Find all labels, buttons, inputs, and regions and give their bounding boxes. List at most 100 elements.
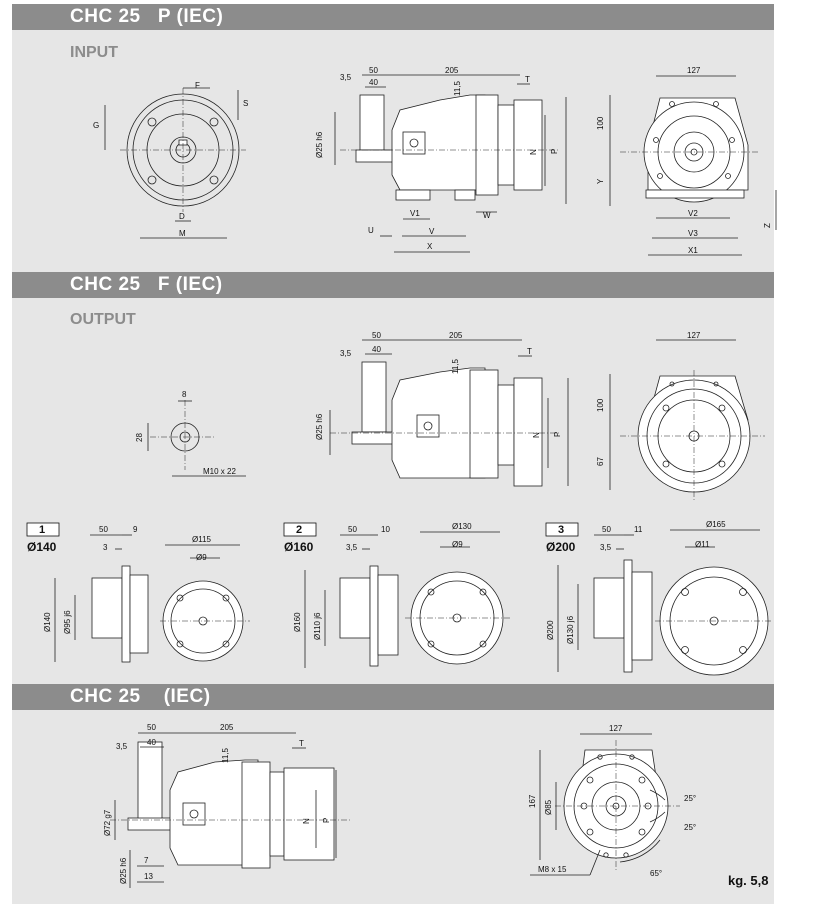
- dim-50: 50: [147, 723, 156, 732]
- dim-100: 100: [596, 116, 605, 130]
- dim-3: 3: [103, 543, 108, 552]
- dim-3: 3,5: [600, 543, 612, 552]
- dim-T: T: [527, 347, 532, 356]
- input-front-view: F G S D M: [93, 81, 248, 239]
- dim-85: Ø85: [544, 799, 553, 815]
- dim-V3: V3: [688, 229, 698, 238]
- dim-G: G: [93, 121, 99, 130]
- plain-end-view: 127 167 Ø85 25° 25° 65° M8 x 15: [528, 724, 696, 878]
- section-title-input: CHC 25 P (IEC): [12, 4, 774, 30]
- dim-11-5: 11,5: [451, 358, 460, 374]
- dim-F: F: [195, 81, 200, 90]
- angle-25-b: 25°: [684, 823, 696, 832]
- dim-205: 205: [220, 723, 234, 732]
- outer-dia: Ø200: [546, 620, 555, 640]
- outer-dia: Ø140: [43, 612, 52, 632]
- dim-D: D: [179, 212, 185, 221]
- dim-T: 9: [133, 525, 138, 534]
- dim-40: 40: [147, 738, 156, 747]
- output-shaft-detail: 8 28 M10 x 22: [135, 390, 246, 477]
- spigot-dia: Ø95 j6: [63, 610, 72, 634]
- plain-side-view: 50 3,5 40 205 11,5 T Ø72 g7 Ø25 h6 7 13 …: [103, 723, 350, 888]
- dim-7: 7: [144, 856, 149, 865]
- dim-P: P: [322, 818, 331, 823]
- weight-label: kg. 5,8: [728, 873, 769, 888]
- dim-50: 50: [99, 525, 108, 534]
- pcd-label: Ø115: [192, 535, 212, 544]
- flange-dia: Ø160: [284, 540, 314, 554]
- thread-label: M10 x 22: [203, 467, 236, 476]
- hole-label: Ø9: [196, 553, 207, 562]
- dim-67: 67: [596, 457, 605, 466]
- dim-100: 100: [596, 398, 605, 412]
- shaft-dia-1: Ø72 g7: [103, 809, 112, 836]
- flange-dia: Ø200: [546, 540, 576, 554]
- dim-40: 40: [372, 345, 381, 354]
- dim-127: 127: [609, 724, 623, 733]
- dim-S: S: [243, 99, 248, 108]
- dim-X1: X1: [688, 246, 698, 255]
- dim-Z: Z: [763, 223, 772, 228]
- dim-11-5: 11,5: [453, 80, 462, 96]
- dim-50: 50: [369, 66, 378, 75]
- dim-11-5: 11,5: [221, 747, 230, 763]
- angle-65: 65°: [650, 869, 662, 878]
- spigot-dia: Ø110 j6: [313, 612, 322, 640]
- dim-167: 167: [528, 794, 537, 808]
- dim-T: 10: [381, 525, 390, 534]
- dim-N: N: [302, 818, 311, 824]
- dim-T: 11: [634, 525, 643, 534]
- input-side-view: 3,5 50 40 205 11,5 T Ø25 h6 N P V1 V W U…: [315, 66, 567, 253]
- dim-T: T: [299, 739, 304, 748]
- dim-8: 8: [182, 390, 187, 399]
- flange-variant-3: 3 Ø200 50 11 3,5 Ø200 Ø130 j6 Ø165 Ø11: [545, 520, 772, 676]
- flange-variant-1: 1 Ø140 50 9 3 Ø140 Ø95 j6 Ø115 Ø9: [26, 522, 250, 663]
- dim-40: 40: [369, 78, 378, 87]
- outer-dia: Ø160: [293, 612, 302, 632]
- dim-V: V: [429, 227, 435, 236]
- thread-label: M8 x 15: [538, 865, 567, 874]
- dim-U: U: [368, 226, 374, 235]
- dim-N: N: [529, 149, 538, 155]
- hole-label: Ø9: [452, 540, 463, 549]
- dim-P: P: [553, 432, 562, 437]
- section-subtitle-input: INPUT: [70, 44, 118, 61]
- dim-W: W: [483, 211, 491, 220]
- flange-dia: Ø140: [27, 540, 57, 554]
- hole-label: Ø11: [695, 540, 710, 549]
- section-title-plain: CHC 25 (IEC): [12, 684, 774, 710]
- dim-205: 205: [449, 331, 463, 340]
- section-subtitle-output: OUTPUT: [70, 311, 136, 328]
- dim-13: 13: [144, 872, 153, 881]
- dim-50: 50: [348, 525, 357, 534]
- dim-50: 50: [602, 525, 611, 534]
- output-end-view: 127 100 67: [596, 331, 765, 500]
- dim-T: T: [525, 75, 530, 84]
- dim-Y: Y: [596, 178, 605, 184]
- dim-X: X: [427, 242, 433, 251]
- dim-P: P: [550, 149, 559, 154]
- shaft-dia-2: Ø25 h6: [119, 857, 128, 884]
- dim-3: 3,5: [346, 543, 358, 552]
- pcd-label: Ø165: [706, 520, 726, 529]
- dim-M: M: [179, 229, 186, 238]
- input-end-view: 127 100 Y Z V2 V3 X1: [596, 66, 777, 256]
- flange-number: 1: [39, 524, 45, 536]
- shaft-dia: Ø25 h6: [315, 413, 324, 440]
- dim-3-5: 3,5: [340, 73, 352, 82]
- flange-variant-2: 2 Ø160 50 10 3,5 Ø160 Ø110 j6 Ø130 Ø9: [283, 522, 510, 668]
- dim-28: 28: [135, 433, 144, 442]
- shaft-dia: Ø25 h6: [315, 131, 324, 158]
- angle-25-a: 25°: [684, 794, 696, 803]
- dim-127: 127: [687, 331, 701, 340]
- dim-N: N: [532, 432, 541, 438]
- dim-3-5: 3,5: [116, 742, 128, 751]
- dim-50: 50: [372, 331, 381, 340]
- output-side-view: 50 3,5 40 205 11,5 T Ø25 h6 N P: [315, 331, 569, 487]
- dim-205: 205: [445, 66, 459, 75]
- flange-number: 2: [296, 524, 302, 536]
- dim-3-5: 3,5: [340, 349, 352, 358]
- dim-V2: V2: [688, 209, 698, 218]
- pcd-label: Ø130: [452, 522, 472, 531]
